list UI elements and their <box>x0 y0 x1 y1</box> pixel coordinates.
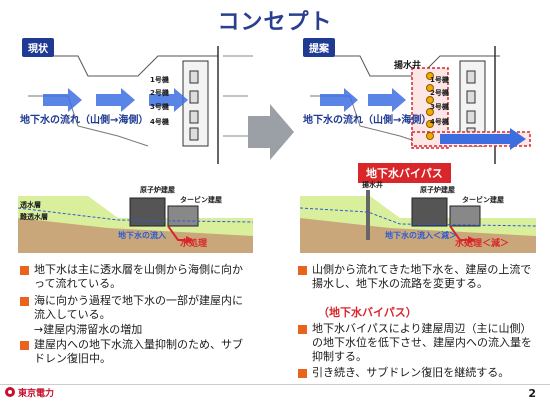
page-number: 2 <box>528 387 536 400</box>
r-unit-2-label: 2号機 <box>430 89 449 97</box>
bullet-marker <box>298 369 307 378</box>
bullet-marker <box>20 297 29 306</box>
right-well-label: 揚水井 <box>394 61 422 71</box>
bypass-label: 地下水バイパス <box>358 163 451 183</box>
left-bullet-1: 地下水は主に透水層を山側から海側に向かって流れている。 <box>34 263 243 290</box>
r-unit-3-label: 3号機 <box>430 103 449 111</box>
page-title: コンセプト <box>217 10 333 35</box>
right-flow-label: 地下水の流れ（山側→海側） <box>303 115 432 126</box>
left-bullet-2-note: →建屋内滞留水の増加 <box>34 323 143 336</box>
current-state-tag: 現状 <box>22 38 54 57</box>
right-inflow-label: 地下水の流入＜減＞ <box>385 231 457 240</box>
left-inflow-label: 地下水の流入 <box>118 231 166 240</box>
left-plan-diagram <box>18 36 253 164</box>
right-plan-diagram <box>300 36 536 164</box>
left-treatment-label: 水処理 <box>180 239 208 249</box>
right-bullet-1-note: （地下水バイパス） <box>318 306 417 319</box>
footer-line <box>0 384 550 385</box>
company-logo-icon <box>5 387 15 397</box>
bullet-marker <box>20 341 29 350</box>
r-unit-1-label: 1号機 <box>430 76 449 84</box>
unit-4-label: 4号機 <box>150 118 169 126</box>
right-bullet-1: 山側から流れてきた地下水を、建屋の上流で揚水し、地下水の流路を変更する。 <box>312 263 532 290</box>
left-building1-label: 原子炉建屋 <box>140 186 175 194</box>
bullet-marker <box>20 266 29 275</box>
company-name: 東京電力 <box>18 389 55 399</box>
left-bullet-2: 海に向かう過程で地下水の一部が建屋内に流入している。 <box>34 294 243 321</box>
transition-arrow <box>248 104 294 160</box>
bullet-marker <box>298 266 307 275</box>
left-layer2-label: 難透水層 <box>20 213 48 221</box>
right-well-section-label: 揚水井 <box>362 181 383 189</box>
bullet-marker <box>298 325 307 334</box>
left-layer1-label: 透水層 <box>20 201 41 209</box>
unit-3-label: 3号機 <box>150 103 169 111</box>
unit-2-label: 2号機 <box>150 89 169 97</box>
left-bullet-3: 建屋内への地下水流入量抑制のため、サブドレン復旧中。 <box>34 338 243 365</box>
left-building2-label: タービン建屋 <box>180 196 222 204</box>
unit-1-label: 1号機 <box>150 76 169 84</box>
left-cross-section <box>18 196 253 253</box>
right-building1-label: 原子炉建屋 <box>420 186 455 194</box>
left-flow-label: 地下水の流れ（山側→海側） <box>20 115 149 126</box>
right-bullet-2: 地下水バイパスにより建屋周辺（主に山側）の地下水位を低下させ、建屋内への流入量を… <box>312 322 532 363</box>
right-building2-label: タービン建屋 <box>462 196 504 204</box>
right-treatment-label: 水処理＜減＞ <box>455 239 510 249</box>
r-unit-4-label: 4号機 <box>430 118 449 126</box>
right-cross-section <box>300 190 536 253</box>
proposal-tag: 提案 <box>303 38 335 57</box>
right-bullet-3: 引き続き、サブドレン復旧を継続する。 <box>312 366 510 379</box>
